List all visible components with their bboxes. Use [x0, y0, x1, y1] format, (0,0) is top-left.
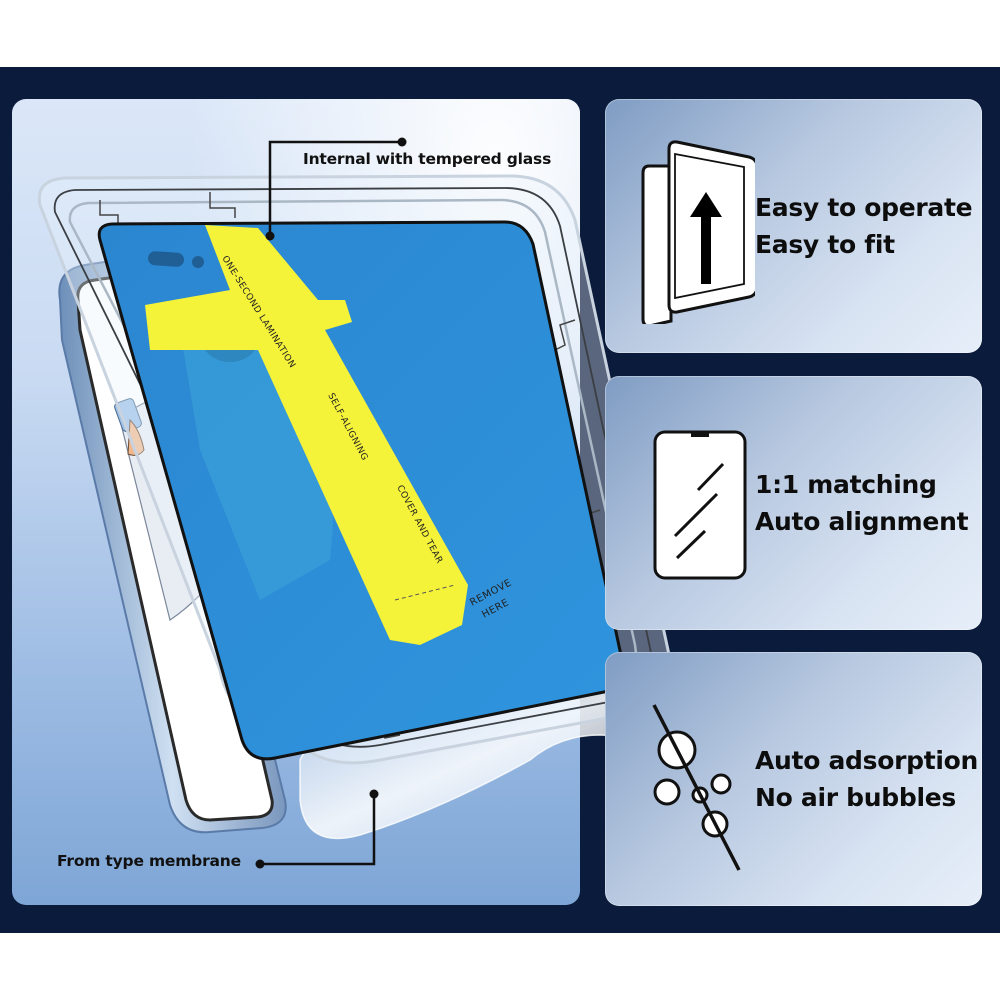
feature-card-easy-operate: Easy to operate Easy to fit — [605, 99, 982, 353]
feature-card-matching: 1:1 matching Auto alignment — [605, 376, 982, 630]
product-illustration-card — [12, 99, 580, 905]
feature-line-1: Easy to operate — [755, 193, 973, 222]
feature-text: Easy to operate Easy to fit — [755, 99, 973, 353]
feature-line-2: Easy to fit — [755, 230, 895, 259]
feature-card-adsorption: Auto adsorption No air bubbles — [605, 652, 982, 906]
feature-line-2: No air bubbles — [755, 783, 956, 812]
callout-tempered-glass-label: Internal with tempered glass — [303, 150, 552, 168]
feature-line-1: 1:1 matching — [755, 470, 937, 499]
feature-line-2: Auto alignment — [755, 507, 969, 536]
feature-text: 1:1 matching Auto alignment — [755, 376, 969, 630]
feature-text: Auto adsorption No air bubbles — [755, 652, 978, 906]
tray-arrow-up-icon — [635, 129, 759, 328]
feature-line-1: Auto adsorption — [755, 746, 979, 775]
phone-glass-icon — [635, 406, 755, 601]
callout-membrane-label: From type membrane — [57, 852, 241, 870]
bubbles-icon — [635, 682, 755, 877]
